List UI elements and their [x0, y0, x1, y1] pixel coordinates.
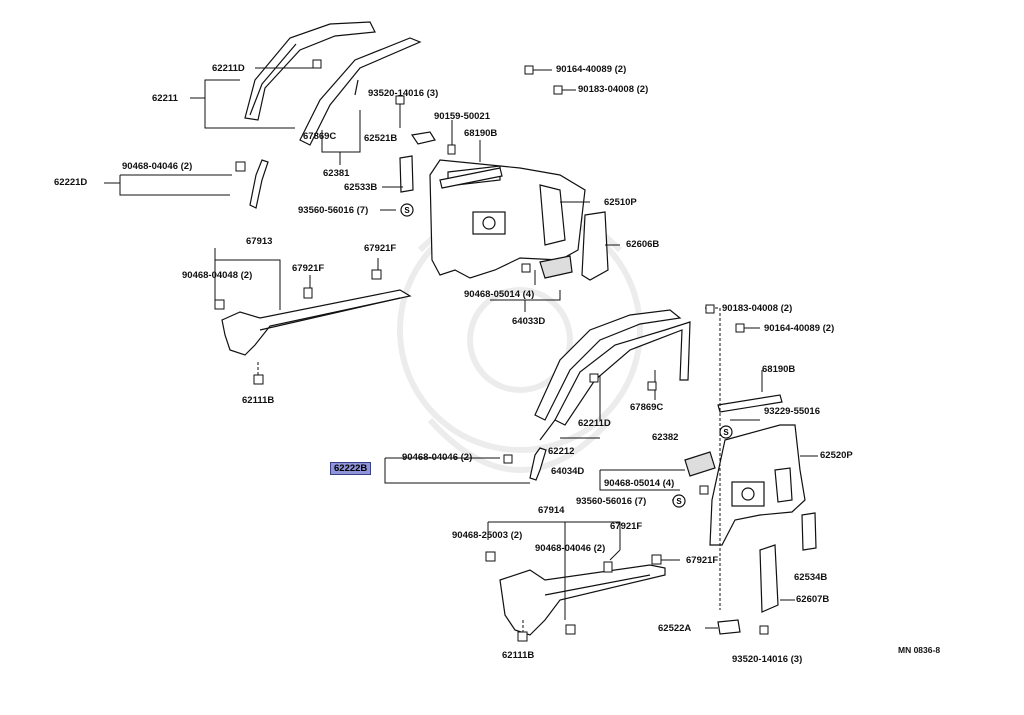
label-90468-05014-mid: 90468-05014 (4)	[604, 478, 675, 489]
sealant-symbols	[400, 203, 733, 508]
sealant-symbol-2: S	[723, 428, 729, 437]
label-62520P: 62520P	[820, 450, 853, 461]
label-62510P: 62510P	[604, 197, 637, 208]
label-62211D-mid: 62211D	[578, 418, 611, 429]
label-62381: 62381	[323, 168, 350, 179]
label-62212: 62212	[548, 446, 575, 457]
trim-bracket-64033d	[539, 255, 573, 279]
sealant-symbol-3: S	[676, 497, 682, 506]
label-67921F-a: 67921F	[292, 263, 325, 274]
fastener-icons	[214, 59, 769, 642]
label-90468-04046-top: 90468-04046 (2)	[122, 161, 193, 172]
label-62606B: 62606B	[626, 239, 660, 250]
label-67921F-d: 67921F	[686, 555, 719, 566]
label-62211D: 62211D	[212, 63, 245, 74]
label-67921F-c: 67921F	[610, 521, 643, 532]
label-67913: 67913	[246, 236, 273, 247]
trim-piece-62607b	[759, 544, 779, 613]
label-67869C-mid: 67869C	[630, 402, 664, 413]
label-62211: 62211	[152, 93, 178, 104]
label-62522A: 62522A	[658, 623, 692, 634]
label-67914: 67914	[538, 505, 565, 516]
strip-68190b-mid	[717, 394, 783, 413]
garnish-62521b	[410, 131, 436, 145]
label-90468-05014-top: 90468-05014 (4)	[464, 289, 535, 300]
pillar-strip-62221d	[249, 159, 269, 209]
label-62607B: 62607B	[796, 594, 830, 605]
label-67869C-top: 67869C	[303, 131, 337, 142]
label-62111B-top: 62111B	[242, 395, 275, 406]
label-68190B-top: 68190B	[464, 128, 498, 139]
label-68190B-mid: 68190B	[762, 364, 796, 375]
label-90468-25003: 90468-25003 (2)	[452, 530, 523, 541]
strip-68190b-top	[439, 167, 503, 189]
label-62521B: 62521B	[364, 133, 398, 144]
label-62222B-highlighted[interactable]: 62222B	[330, 462, 372, 475]
trim-piece-62606b	[581, 211, 609, 281]
bracket-62522a	[717, 619, 741, 635]
clip-62534b	[801, 512, 817, 551]
label-93229-55016: 93229-55016	[764, 406, 820, 417]
label-90468-04046-mid: 90468-04046 (2)	[402, 452, 473, 463]
scuff-plate-left	[221, 289, 412, 356]
label-67921F-b: 67921F	[364, 243, 397, 254]
bracket-64034d	[684, 451, 716, 477]
label-62111B-low: 62111B	[502, 650, 535, 661]
label-62221D: 62221D	[54, 177, 88, 188]
label-64033D: 64033D	[512, 316, 546, 327]
label-62382: 62382	[652, 432, 679, 443]
label-90468-04048: 90468-04048 (2)	[182, 270, 253, 281]
label-64034D: 64034D	[551, 466, 585, 477]
label-90164-40089-mid: 90164-40089 (2)	[764, 323, 835, 334]
label-62534B: 62534B	[794, 572, 828, 583]
front-pillar-garnish-lower	[534, 309, 691, 441]
front-pillar-garnish-upper	[244, 21, 422, 146]
quarter-trim-panel-upper	[429, 159, 586, 279]
label-90183-04008-top: 90183-04008 (2)	[578, 84, 649, 95]
sealant-symbol-1: S	[404, 206, 410, 215]
scuff-plate-right	[499, 564, 666, 636]
quarter-trim-panel-lower	[709, 424, 806, 546]
label-93560-56016-mid: 93560-56016 (7)	[576, 496, 647, 507]
pillar-strip-62222b	[529, 447, 547, 481]
label-62533B: 62533B	[344, 182, 378, 193]
label-90164-40089-top: 90164-40089 (2)	[556, 64, 627, 75]
clip-62533b	[399, 155, 414, 193]
label-93520-14016-top: 93520-14016 (3)	[368, 88, 439, 99]
label-93560-56016-top: 93560-56016 (7)	[298, 205, 369, 216]
label-90183-04008-mid: 90183-04008 (2)	[722, 303, 793, 314]
label-90159-50021: 90159-50021	[434, 111, 490, 122]
label-93520-14016-low: 93520-14016 (3)	[732, 654, 803, 665]
diagram-footer-code: MN 0836-8	[898, 645, 941, 655]
label-90468-04046-low: 90468-04046 (2)	[535, 543, 606, 554]
